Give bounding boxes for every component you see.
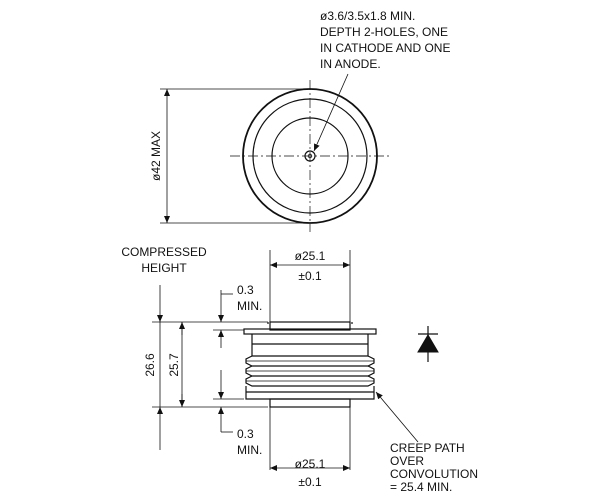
bottom-pole-tolerance: ±0.1 bbox=[298, 475, 322, 489]
compressed-height-label: COMPRESSED HEIGHT bbox=[121, 245, 207, 275]
outer-diameter-label: ø42 MAX bbox=[149, 131, 163, 181]
side-view bbox=[243, 321, 377, 408]
diode-symbol-icon bbox=[417, 326, 439, 362]
compressed-height-dimension: 25.7 bbox=[167, 322, 185, 407]
hole-leader-arrow bbox=[313, 73, 349, 152]
gap-bottom-unit: MIN. bbox=[237, 443, 262, 457]
hole-note-line3: IN CATHODE AND ONE bbox=[320, 41, 450, 55]
top-pole-face bbox=[269, 321, 351, 331]
creep-leader-arrow bbox=[375, 391, 419, 443]
creep-note-line1: CREEP PATH bbox=[390, 441, 465, 455]
bottom-pole-face bbox=[269, 398, 351, 408]
convolution-2 bbox=[245, 365, 375, 377]
outer-diameter-dimension: ø42 MAX bbox=[149, 88, 308, 224]
bottom-pole-diameter: ø25.1 bbox=[295, 457, 326, 471]
bottom-pole-dimension: ø25.1 ±0.1 bbox=[269, 407, 351, 489]
compressed-height-value: 25.7 bbox=[167, 353, 181, 377]
top-flange bbox=[243, 328, 377, 335]
overall-height-label: 26.6 bbox=[143, 353, 157, 377]
gap-bottom-value: 0.3 bbox=[237, 427, 254, 441]
top-pole-dimension: ø25.1 ±0.1 bbox=[269, 249, 351, 322]
gap-top-value: 0.3 bbox=[237, 283, 254, 297]
hole-note-line1: ø3.6/3.5x1.8 MIN. bbox=[320, 9, 415, 23]
top-pole-tolerance: ±0.1 bbox=[298, 269, 322, 283]
overall-height-dimension: 26.6 bbox=[143, 285, 163, 450]
gap-top-dimension: 0.3 MIN. bbox=[218, 283, 262, 348]
convolution-3 bbox=[245, 375, 375, 387]
gap-top-unit: MIN. bbox=[237, 299, 262, 313]
hole-note-line2: DEPTH 2-HOLES, ONE bbox=[320, 25, 448, 39]
hole-note-line4: IN ANODE. bbox=[320, 57, 381, 71]
hole-note: ø3.6/3.5x1.8 MIN. DEPTH 2-HOLES, ONE IN … bbox=[320, 9, 450, 71]
top-view bbox=[230, 73, 390, 232]
creep-note-line4: = 25.4 MIN. bbox=[390, 480, 452, 494]
creep-path-note: CREEP PATH OVER CONVOLUTION = 25.4 MIN. bbox=[375, 391, 478, 494]
upper-ring bbox=[251, 334, 369, 357]
top-pole-diameter: ø25.1 bbox=[295, 249, 326, 263]
compressed-label-line2: HEIGHT bbox=[141, 261, 187, 275]
compressed-label-line1: COMPRESSED bbox=[121, 245, 207, 259]
convolution-1 bbox=[245, 355, 375, 367]
gap-bottom-dimension: 0.3 MIN. bbox=[218, 370, 262, 457]
creep-note-line3: CONVOLUTION bbox=[390, 467, 478, 481]
height-extension-lines bbox=[152, 321, 268, 408]
creep-note-line2: OVER bbox=[390, 454, 424, 468]
